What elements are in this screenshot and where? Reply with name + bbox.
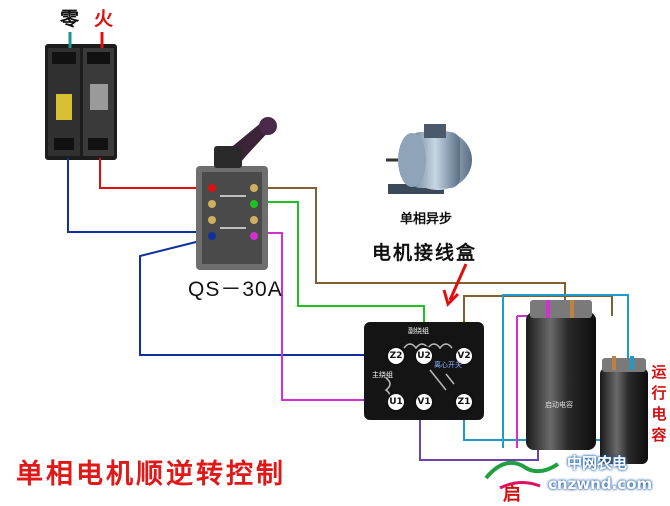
watermark-logo-accent — [499, 481, 541, 490]
main-winding-label: 主绕组 — [372, 371, 393, 379]
green-wire — [262, 201, 425, 348]
terminal-z2: Z2 — [386, 346, 406, 366]
junction-box-label: 电机接线盒 — [372, 242, 478, 264]
start-capacitor — [526, 300, 596, 450]
blue-wire-a — [67, 158, 204, 233]
aux-winding-label: 副绕组 — [408, 327, 429, 335]
terminal-v2: V2 — [454, 346, 474, 366]
switch-model-label: QS－30A — [188, 278, 283, 301]
start-capacitor-label-partial: 启 — [503, 484, 521, 505]
terminal-z1: Z1 — [454, 392, 474, 412]
blue-wire-b — [139, 239, 376, 356]
centrifugal-switch-label: 离心开关 — [434, 361, 462, 369]
terminal-u2: U2 — [414, 346, 434, 366]
motor — [386, 124, 472, 194]
diagram-title: 单相电机顺逆转控制 — [16, 459, 286, 490]
watermark-name: 中网农电 — [567, 454, 628, 472]
run-capacitor-label: 运行电容 — [651, 363, 667, 444]
red-wire — [99, 158, 204, 189]
live-label: 火 — [94, 8, 114, 30]
terminal-v1: V1 — [414, 392, 434, 412]
magenta-wire — [262, 232, 376, 401]
cyan-wire-a — [502, 294, 629, 448]
run-capacitor — [600, 356, 648, 464]
motor-type-label: 单相异步 — [400, 212, 453, 227]
neutral-label: 零 — [60, 8, 81, 30]
circuit-breaker — [45, 44, 117, 160]
watermark-logo — [484, 460, 560, 480]
switch-qs30a — [196, 117, 277, 270]
watermark-url: cnzwnd.com — [548, 475, 653, 493]
terminal-u1: U1 — [386, 392, 406, 412]
pointer-arrow — [442, 263, 468, 307]
start-capacitor-text: 启动电容 — [545, 401, 573, 409]
